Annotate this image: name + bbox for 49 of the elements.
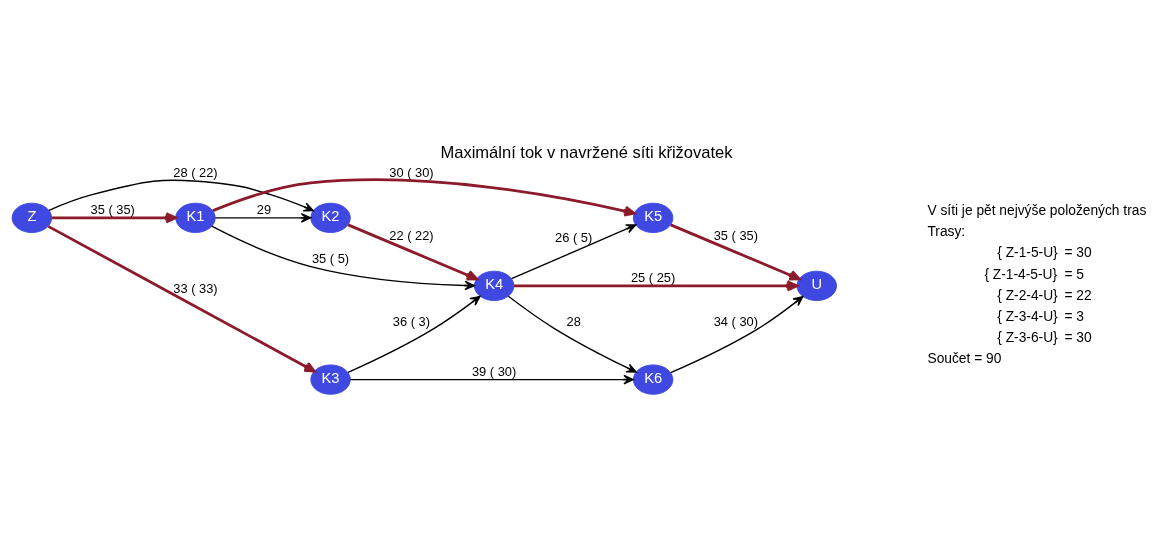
label: = 30 [1064, 245, 1092, 261]
arrow [507, 295, 637, 373]
node-ellipse: K3 [310, 364, 351, 395]
node-ellipse: Z [11, 202, 53, 234]
label: = 5 [1064, 266, 1084, 282]
label: = 30 [1064, 329, 1092, 345]
edge-label: 39 ( 30) [471, 364, 517, 380]
edge-label: 35 ( 35) [90, 202, 135, 218]
arrow [51, 212, 177, 224]
arrow [214, 213, 312, 223]
arrow [212, 178, 636, 217]
diagram-title: Maximální tok v navržené síti křižovatek [440, 142, 733, 162]
arrow [349, 374, 634, 385]
edge-label: 35 ( 35) [713, 228, 758, 244]
node-ellipse: K6 [632, 364, 674, 395]
label: = 3 [1064, 308, 1084, 324]
label: = 22 [1064, 287, 1092, 303]
edge-label: 29 [256, 202, 272, 218]
edge-label: 26 ( 5) [555, 229, 593, 245]
arrow [347, 295, 481, 374]
label: Trasy: [927, 224, 966, 240]
arrow [510, 224, 637, 280]
label: V síti je pět nejvýše položených tras [927, 203, 1147, 219]
arrow [669, 295, 804, 374]
node-ellipse: K4 [473, 270, 515, 302]
edge-label: 33 ( 33) [173, 280, 218, 296]
node-ellipse: K2 [310, 202, 351, 234]
edge-label: 35 ( 5) [311, 251, 350, 267]
label: { Z-3-4-U} [997, 308, 1058, 324]
edge-label: 28 [566, 313, 581, 329]
label: { Z-1-5-U} [997, 245, 1058, 261]
arrow [513, 280, 799, 292]
arrow [48, 179, 314, 212]
arrow [47, 225, 316, 373]
node-ellipse: U [796, 270, 837, 302]
node-ellipse: K5 [632, 202, 674, 234]
edge-label: 22 ( 22) [389, 228, 434, 244]
edge-label: 36 ( 3) [392, 313, 431, 329]
node-ellipse: K1 [175, 202, 216, 234]
arrow [670, 223, 801, 281]
edge-label: 25 ( 25) [630, 270, 676, 286]
label: { Z-3-6-U} [997, 329, 1058, 345]
edge-label: 34 ( 30) [713, 313, 758, 329]
label: { Z-2-4-U} [997, 287, 1058, 303]
label: Součet = 90 [927, 351, 1002, 367]
edge-label: 28 ( 22) [173, 164, 218, 180]
label: { Z-1-4-5-U} [984, 266, 1058, 282]
edge-label: 30 ( 30) [389, 164, 434, 180]
arrow [211, 225, 475, 291]
